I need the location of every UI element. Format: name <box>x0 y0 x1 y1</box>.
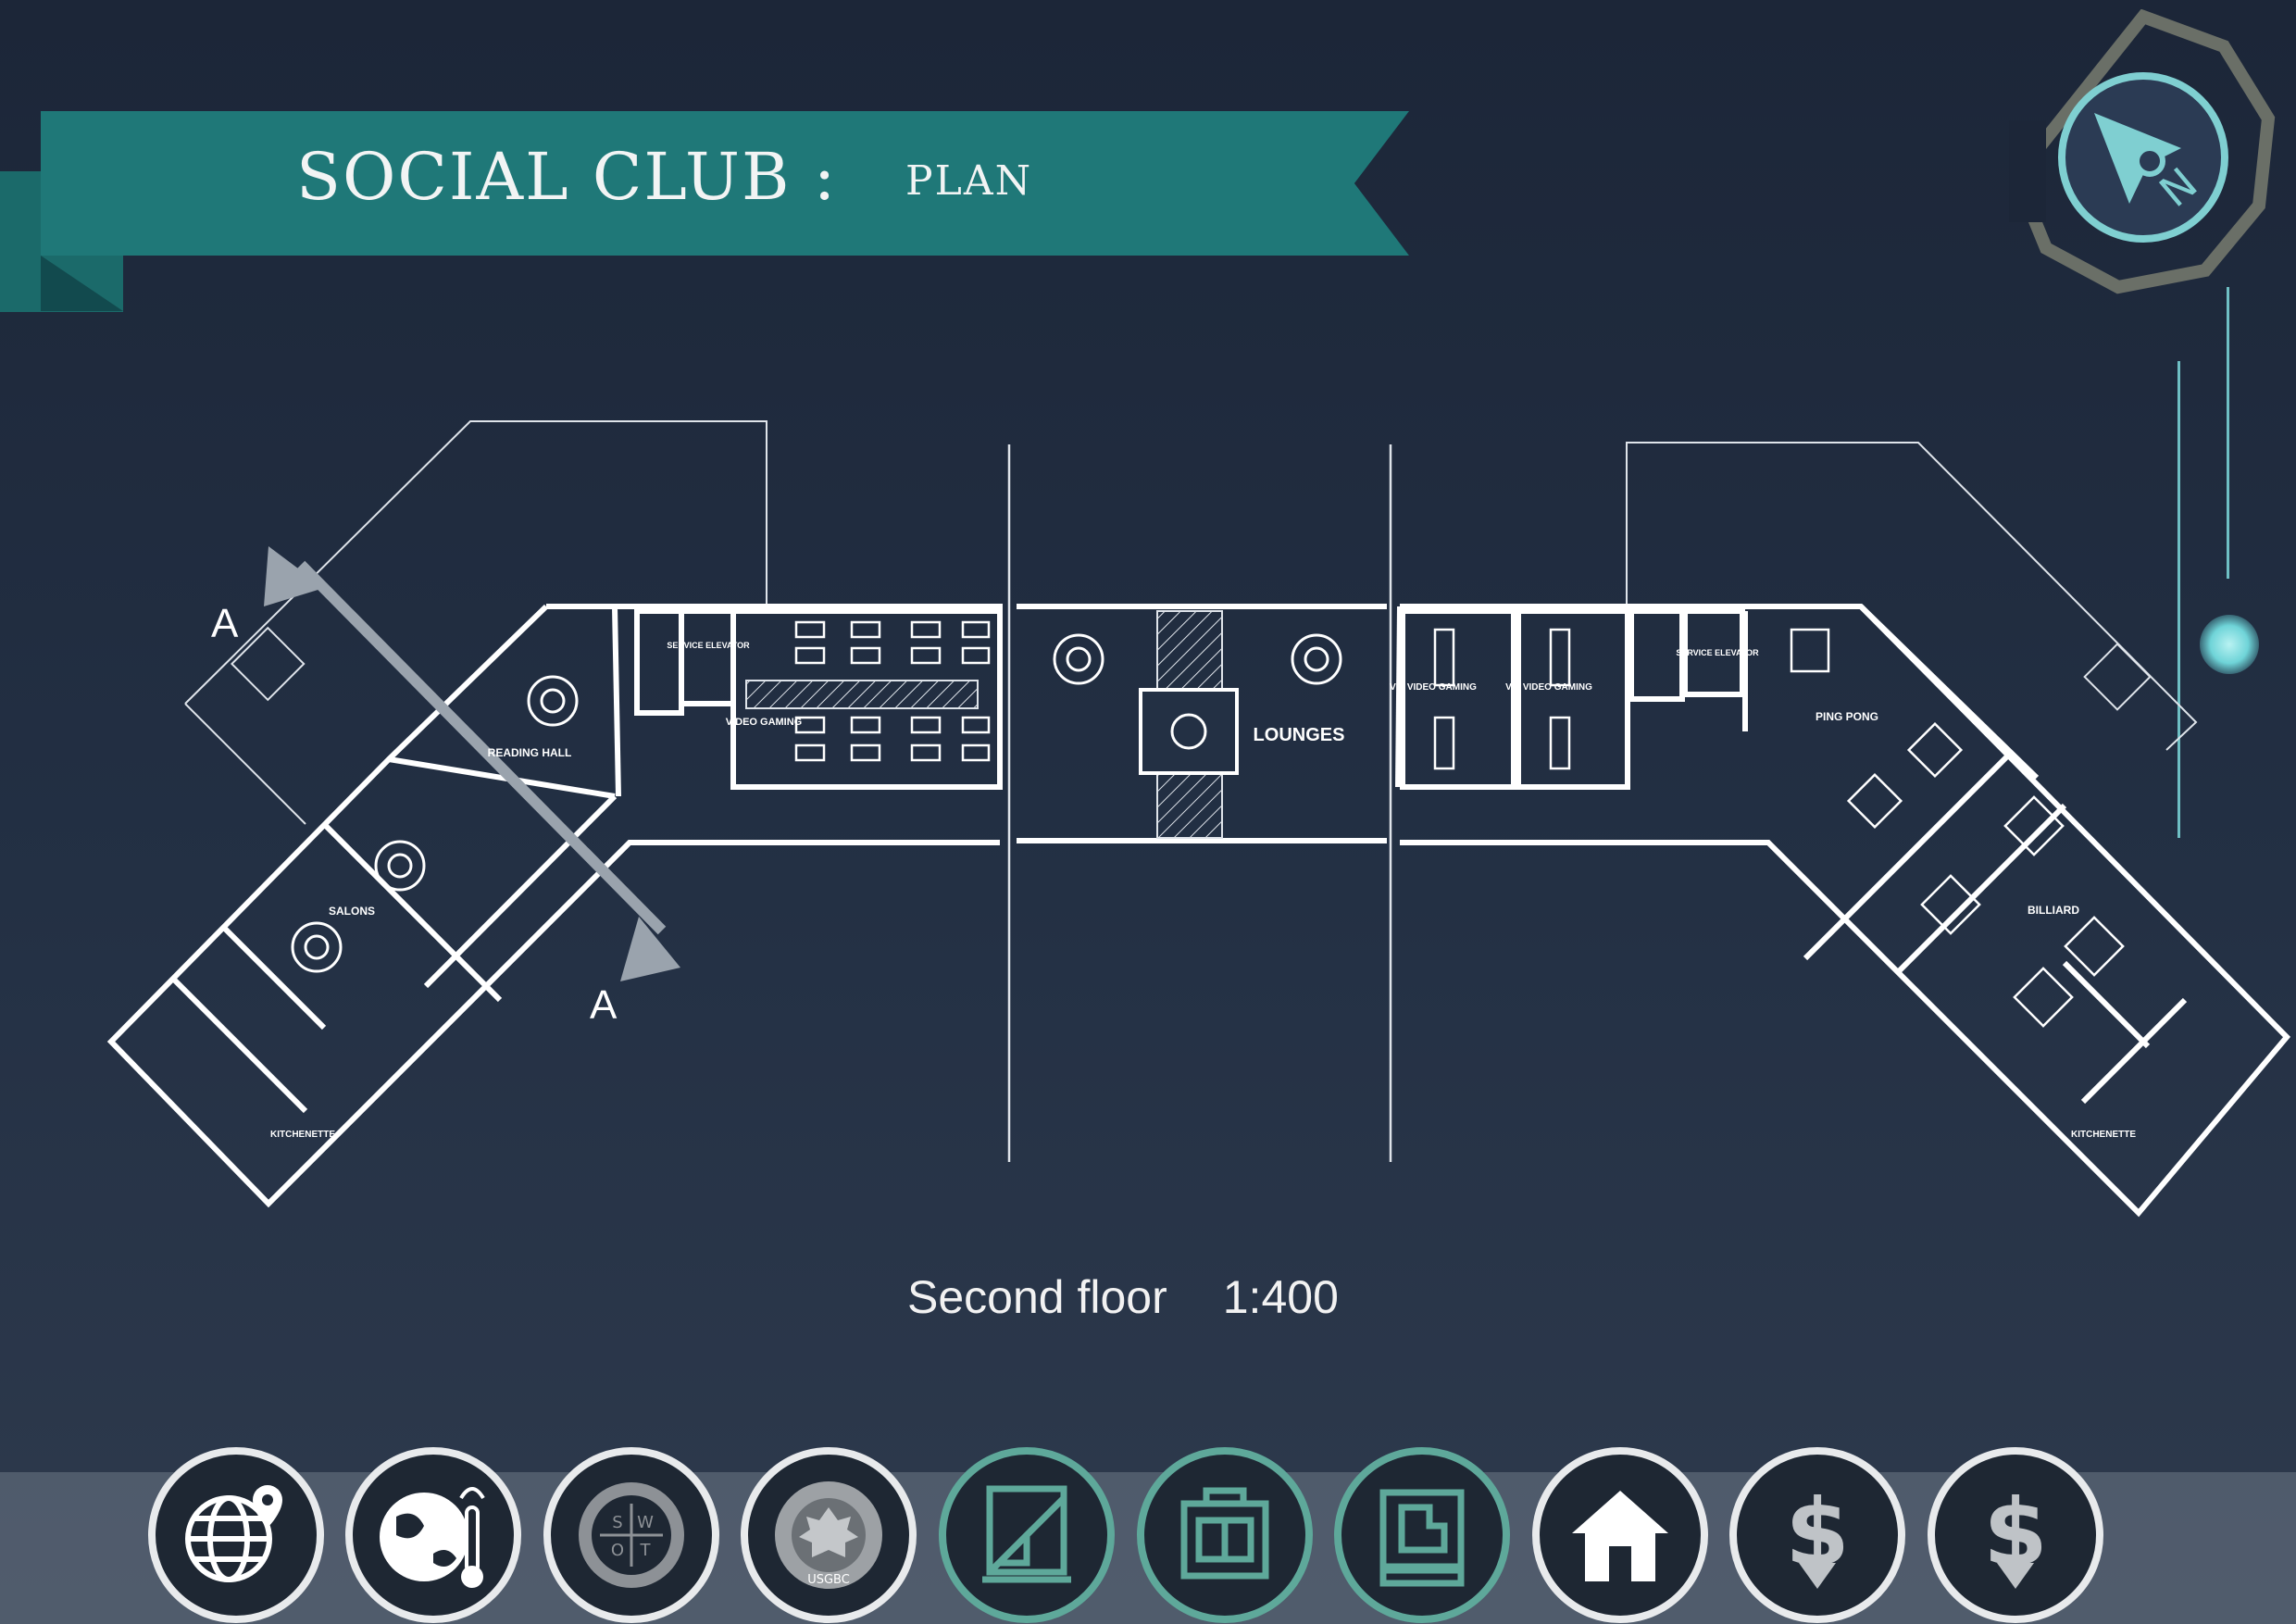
location-button[interactable] <box>148 1447 324 1623</box>
room-label-billiard: BILLIARD <box>2028 904 2079 917</box>
decor-line <box>2177 361 2180 838</box>
floor-label: Second floor <box>907 1271 1167 1323</box>
page-title: SOCIAL CLUB : <box>296 139 838 215</box>
usgbc-button[interactable]: USGBC <box>741 1447 917 1623</box>
room-label-vip-video-gaming: VIP VIDEO GAMING <box>1390 682 1477 693</box>
scale-label: 1:400 <box>1222 1271 1339 1323</box>
swot-letter: T <box>640 1541 652 1560</box>
decor-dot <box>2200 615 2259 674</box>
dollar-down-icon: $ <box>1983 1479 2048 1589</box>
home-button[interactable] <box>1532 1447 1708 1623</box>
floor-plan-icon <box>1180 1487 1269 1580</box>
room-label-service-elevator: SERVICE ELEVATOR <box>667 641 750 650</box>
swot-letter: S <box>612 1513 622 1532</box>
globe-location-icon <box>185 1485 282 1582</box>
decor-line <box>2227 287 2229 579</box>
room-label-vip-video-gaming: VIP VIDEO GAMING <box>1505 682 1592 693</box>
plan-caption: Second floor 1:400 <box>907 1270 1339 1324</box>
room-label-kitchenette: KITCHENETTE <box>2071 1130 2136 1140</box>
room-label-salons: SALONS <box>329 905 375 918</box>
room-label-service-elevator: SERVICE ELEVATOR <box>1676 648 1759 657</box>
cost-down-button[interactable]: $ <box>1928 1447 2103 1623</box>
site-plan-icon <box>982 1485 1071 1583</box>
page-subtitle: PLAN <box>905 157 1033 205</box>
swot-letter: O <box>611 1541 624 1560</box>
swot-icon: S W O T <box>579 1482 684 1588</box>
earth-climate-icon <box>380 1487 485 1588</box>
section-marker-a: A <box>211 601 239 646</box>
dollar-down-icon: $ <box>1785 1479 1850 1589</box>
usgbc-icon: USGBC <box>775 1481 882 1589</box>
usgbc-text: USGBC <box>807 1573 850 1587</box>
header-ribbon <box>41 111 1409 256</box>
section-marker-a: A <box>590 982 618 1028</box>
site-plan-button[interactable] <box>939 1447 1115 1623</box>
blueprint-icon <box>1379 1489 1465 1587</box>
floor-plan-button[interactable] <box>1137 1447 1313 1623</box>
home-icon <box>1572 1491 1668 1581</box>
swot-letter: W <box>637 1513 654 1532</box>
room-label-kitchenette: KITCHENETTE <box>270 1130 335 1140</box>
room-label-video-gaming: VIDEO GAMING <box>726 717 803 728</box>
room-label-reading-hall: READING HALL <box>488 746 572 759</box>
room-label-lounges: LOUNGES <box>1254 725 1345 745</box>
swot-button[interactable]: S W O T <box>543 1447 719 1623</box>
cost-down-button[interactable]: $ <box>1729 1447 1905 1623</box>
room-label-ping-pong: PING PONG <box>1816 710 1878 723</box>
climate-button[interactable] <box>345 1447 521 1623</box>
blueprint-button[interactable] <box>1334 1447 1510 1623</box>
north-arrow-icon: N <box>2009 9 2276 294</box>
